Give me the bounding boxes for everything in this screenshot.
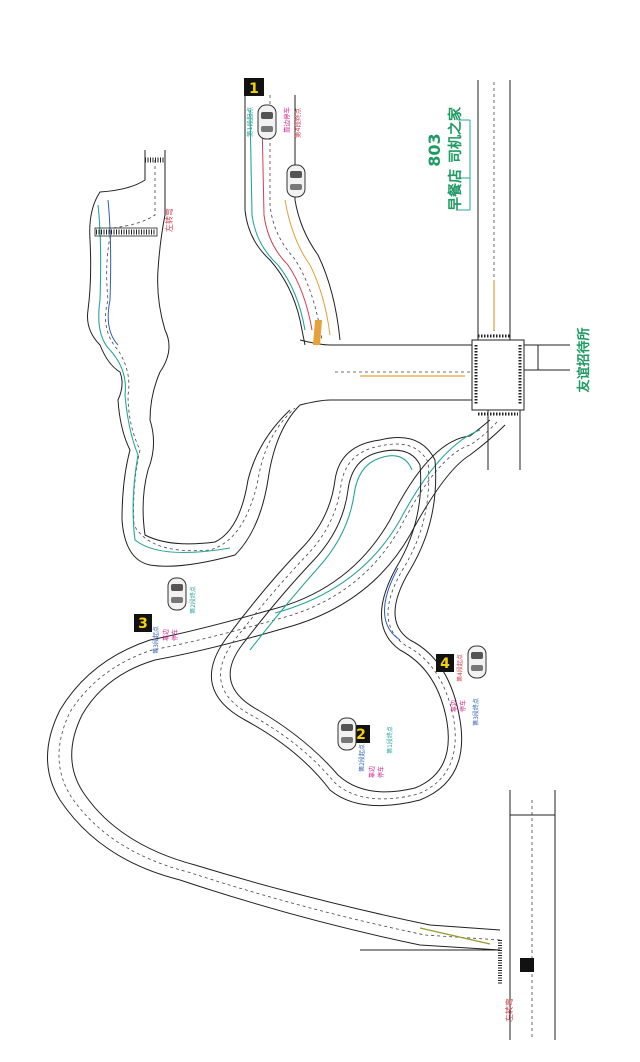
checkpoint-1: 1 第1段起点 靠边停车 第4段终点 xyxy=(244,78,306,198)
checkpoint-3-number: 3 xyxy=(138,616,148,632)
checkpoint-4-line-1: 第4段起点 xyxy=(456,654,464,682)
car-icon xyxy=(467,645,487,679)
inner-loop-road xyxy=(210,437,463,807)
checkpoint-4: 4 第4段起点 靠边 停车 第3段终点 xyxy=(436,645,487,726)
bottom-road xyxy=(498,790,556,1040)
guesthouse-label: 友谊招待所 xyxy=(576,327,592,392)
car-icon xyxy=(286,164,306,198)
breakfast-shop-label: 早餐店 xyxy=(447,169,464,211)
checkpoint-2-line-4: 第1段终点 xyxy=(386,726,394,754)
checkpoint-3-line-3: 停车 xyxy=(171,629,179,641)
car-icon xyxy=(167,577,187,611)
checkpoint-2-line-3: 停车 xyxy=(377,766,385,778)
checkpoint-2-line-1: 第2段起点 xyxy=(358,744,366,772)
checkpoint-2: 2 第2段起点 靠边 停车 第1段终点 xyxy=(337,717,394,778)
driver-home-label: 司机之家 xyxy=(447,106,464,163)
horizontal-road xyxy=(299,339,472,406)
checkpoint-3-line-4: 第2段终点 xyxy=(189,586,197,614)
station-number-label: 803 xyxy=(425,133,444,166)
stop-block-icon xyxy=(520,958,534,972)
checkpoint-4-line-2: 靠边 xyxy=(450,700,458,712)
checkpoint-4-line-3: 停车 xyxy=(459,700,467,712)
checkpoint-4-line-4: 第3段终点 xyxy=(472,698,480,726)
checkpoint-1-line-3: 第4段终点 xyxy=(293,107,302,138)
checkpoint-3-line-2: 靠边 xyxy=(162,629,170,641)
checkpoint-3: 3 第3段起点 靠边 停车 第2段终点 xyxy=(134,577,197,654)
checkpoint-3-line-1: 第3段起点 xyxy=(152,626,160,654)
checkpoint-1-line-1: 第1段起点 xyxy=(245,106,254,137)
top-road xyxy=(244,95,341,346)
checkpoint-2-line-2: 靠边 xyxy=(368,766,376,778)
left-loop-road xyxy=(87,150,301,567)
main-road xyxy=(458,80,570,470)
checkpoint-2-number: 2 xyxy=(356,727,366,743)
left-turn-bottom-label: 左转弯 xyxy=(504,998,514,1022)
checkpoint-1-number: 1 xyxy=(249,81,259,97)
checkpoint-1-line-2: 靠边停车 xyxy=(282,107,291,134)
long-winding-road xyxy=(47,419,506,951)
checkpoint-4-number: 4 xyxy=(440,656,450,672)
car-icon xyxy=(257,104,277,140)
left-turn-top-label: 左转弯 xyxy=(164,208,174,232)
place-labels: 803 司机之家 早餐店 友谊招待所 左转弯 左转弯 xyxy=(164,106,592,1022)
car-icon xyxy=(337,717,357,751)
